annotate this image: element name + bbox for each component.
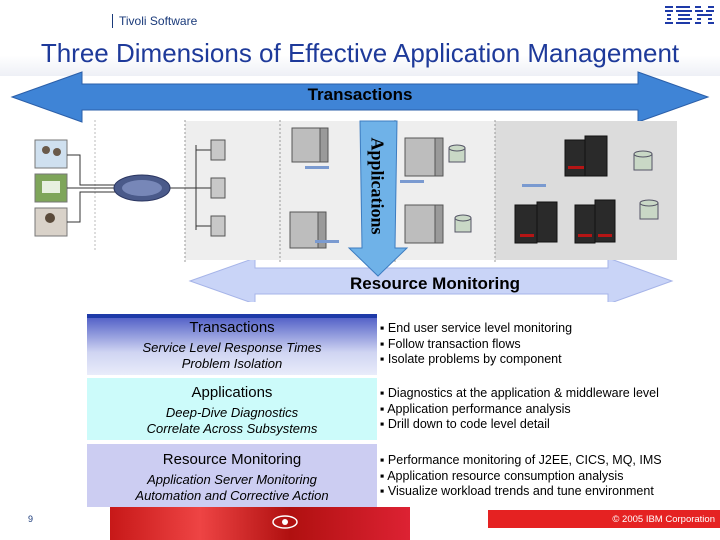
row-sub-line: Deep-Dive Diagnostics [165, 405, 299, 420]
row-sub-line: Service Level Response Times [142, 340, 322, 355]
app-servers [289, 127, 444, 249]
bullet-item: ▪ Visualize workload trends and tune env… [380, 484, 654, 498]
transactions-label: Transactions [307, 85, 413, 104]
row-resource-monitoring-left: Resource Monitoring Application Server M… [87, 444, 377, 507]
footer-image-strip [110, 507, 410, 540]
bullet-item: ▪ Follow transaction flows [380, 336, 521, 351]
row-sub-line: Automation and Corrective Action [135, 488, 329, 503]
bullet-item: ▪ Diagnostics at the application & middl… [380, 386, 659, 400]
applications-label-box: Applications [361, 122, 393, 250]
resource-monitoring-label: Resource Monitoring [349, 274, 520, 293]
database-icons [448, 144, 659, 233]
row-heading: Transactions [189, 319, 275, 336]
applications-label: Applications [367, 137, 388, 235]
brand-label: Tivoli Software [112, 14, 197, 28]
row-sub: Deep-Dive Diagnostics Correlate Across S… [87, 405, 377, 437]
row-applications-left: Applications Deep-Dive Diagnostics Corre… [87, 378, 377, 440]
row-transactions-bullets: ▪ End user service level monitoring ▪ Fo… [380, 321, 710, 368]
row-sub-line: Application Server Monitoring [147, 472, 317, 487]
bullet-item: ▪ Isolate problems by component [380, 352, 562, 366]
applications-arrow [347, 120, 409, 277]
bullet-item: ▪ End user service level monitoring [380, 321, 573, 335]
mainframe-icons [514, 135, 616, 244]
row-sub: Application Server Monitoring Automation… [87, 472, 377, 504]
top-bar [0, 0, 720, 30]
row-heading: Applications [191, 384, 273, 401]
bullet-item: ▪ Application performance analysis [380, 401, 571, 416]
row-heading: Resource Monitoring [162, 451, 302, 468]
page-number: 9 [28, 514, 34, 524]
row-resource-monitoring-bullets: ▪ Performance monitoring of J2EE, CICS, … [380, 453, 710, 500]
users-photos [34, 139, 68, 237]
bullet-item: ▪ Application resource consumption analy… [380, 468, 624, 483]
ibm-logo [665, 6, 714, 24]
bullet-item: ▪ Performance monitoring of J2EE, CICS, … [380, 453, 662, 467]
page-title: Three Dimensions of Effective Applicatio… [40, 38, 680, 68]
resource-monitoring-arrow [188, 257, 674, 302]
row-transactions-left: Transactions Service Level Response Time… [87, 318, 377, 375]
transactions-arrow [10, 71, 710, 123]
bullet-item: ▪ Drill down to code level detail [380, 417, 550, 431]
footer-red-bar [488, 510, 720, 528]
row-applications-bullets: ▪ Diagnostics at the application & middl… [380, 386, 710, 433]
row-sub: Service Level Response Times Problem Iso… [87, 340, 377, 372]
diagram [10, 71, 710, 302]
row-sub-line: Correlate Across Subsystems [146, 421, 318, 436]
eye-icon [272, 515, 298, 529]
title-band [0, 30, 720, 76]
copyright: © 2005 IBM Corporation [612, 514, 715, 525]
row-sub-line: Problem Isolation [181, 356, 283, 371]
